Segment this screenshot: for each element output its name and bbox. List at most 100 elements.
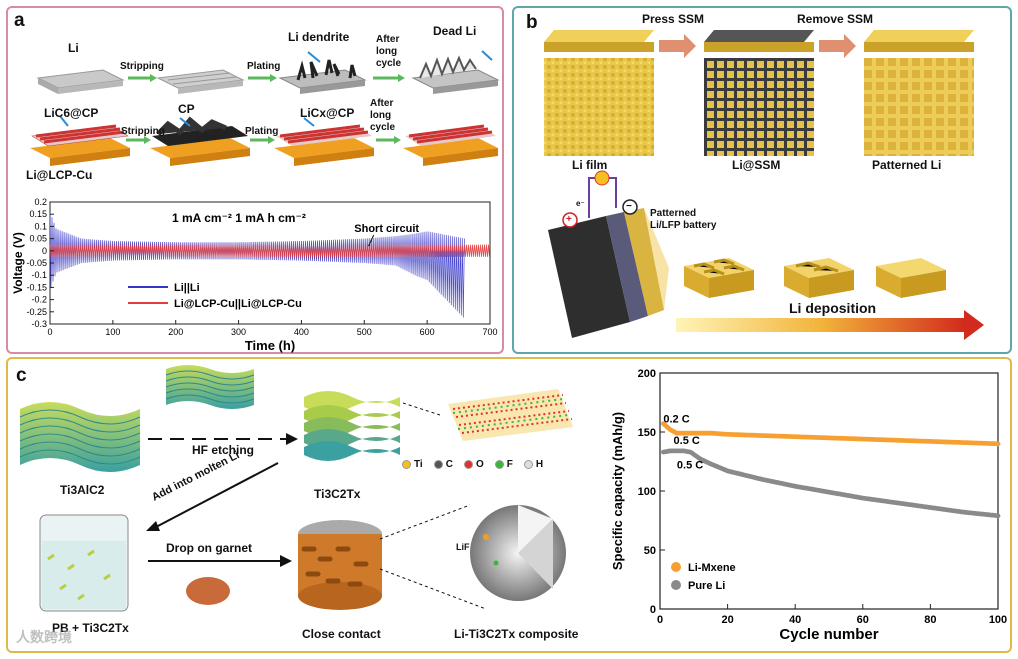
y-axis-label: Voltage (V) (11, 232, 25, 294)
label-after-2c: cycle (370, 122, 396, 133)
label-beaker: PB + Ti3C2Tx (52, 621, 129, 635)
legend-swatch (671, 562, 681, 572)
y-tick-label: 150 (638, 427, 656, 439)
rate-annotation: 0.2 C (663, 414, 689, 426)
x-tick-label: 100 (105, 327, 120, 337)
element-symbol: H (535, 459, 544, 470)
element-symbol: Ti (414, 459, 423, 470)
element-dot (433, 460, 443, 469)
x-tick-label: 20 (721, 614, 733, 626)
label-li-ssm: Li@SSM (732, 158, 781, 172)
plus-sign: + (566, 214, 572, 225)
label-li-deposition: Li deposition (789, 300, 877, 316)
electron-label: e⁻ (576, 199, 585, 208)
label-composite: Li-Ti3C2Tx composite (454, 627, 579, 641)
label-press-ssm: Press SSM (642, 12, 705, 26)
stack-2 (150, 116, 250, 166)
rate-annotation: 0.5 C (674, 435, 700, 447)
stack-4 (403, 124, 498, 166)
label-licx-cp: LiCx@CP (300, 106, 355, 120)
x-tick-label: 0 (47, 327, 52, 337)
label-remove-ssm: Remove SSM (797, 12, 874, 26)
label-lic6-cp: LiC6@CP (44, 106, 99, 120)
label-after-1b: long (376, 46, 398, 57)
legend-label: Li@LCP-Cu||Li@LCP-Cu (174, 298, 302, 310)
label-ti3c2tx: Ti3C2Tx (314, 487, 361, 501)
y-tick-label: -0.2 (31, 295, 47, 305)
x-tick-label: 0 (657, 614, 663, 626)
x-tick-label: 700 (482, 327, 497, 337)
element-dot (463, 460, 473, 469)
x-tick-label: 100 (989, 614, 1007, 626)
label-plating-2: Plating (245, 126, 279, 137)
y-tick-label: 0 (650, 604, 656, 616)
panel-c-letter: c (16, 365, 27, 386)
watermark: 人数跨境 (16, 629, 72, 645)
x-tick-label: 60 (857, 614, 869, 626)
label-after-2a: After (370, 98, 394, 109)
label-stripping-1: Stripping (120, 61, 164, 72)
y-tick-label: 0 (42, 246, 47, 256)
x-tick-label: 400 (294, 327, 309, 337)
panel-b: b (512, 6, 1012, 354)
x-tick-label: 200 (168, 327, 183, 337)
element-dot (494, 460, 504, 469)
panel-a: a (6, 6, 504, 354)
y-tick-label: 50 (644, 545, 656, 557)
chart-a-annotation: 1 mA cm⁻² 1 mA h cm⁻² (172, 211, 306, 225)
label-lif: LiF (456, 542, 470, 552)
label-li-film: Li film (572, 158, 608, 172)
y-tick-label: 200 (638, 368, 656, 380)
x-tick-label: 40 (789, 614, 801, 626)
series-li-mxene (661, 421, 1001, 447)
panel-c: c (6, 357, 1012, 653)
y-tick-label: 0.05 (29, 234, 47, 244)
panel-c-schematic (19, 365, 573, 612)
y-tick-label: 0.15 (29, 209, 47, 219)
label-ti3alc2: Ti3AlC2 (60, 483, 105, 497)
y-tick-label: -0.15 (26, 282, 47, 292)
rate-annotation: 0.5 C (677, 460, 703, 472)
y-tick-label: -0.05 (26, 258, 47, 268)
minus-sign: − (626, 201, 632, 212)
y-tick-label: 0.1 (34, 221, 47, 231)
label-after-2b: long (370, 110, 392, 121)
element-o: O (463, 459, 484, 470)
stack-1 (30, 115, 130, 166)
series-li-lcp-cu (49, 244, 490, 257)
x-axis-label: Cycle number (779, 626, 878, 643)
label-cp: CP (178, 102, 195, 116)
x-tick-label: 500 (357, 327, 372, 337)
label-dead-li: Dead Li (433, 24, 477, 38)
label-patterned-li: Patterned Li (872, 158, 942, 172)
x-tick-label: 300 (231, 327, 246, 337)
element-symbol: F (506, 459, 513, 470)
y-tick-label: -0.3 (31, 319, 47, 329)
element-f: F (494, 459, 513, 470)
element-c: C (433, 459, 453, 470)
label-plating-1: Plating (247, 61, 281, 72)
label-stripping-2: Stripping (121, 126, 165, 137)
legend-label: Li-Mxene (688, 562, 736, 574)
data-point (995, 513, 1001, 519)
label-li-dendrite: Li dendrite (288, 30, 350, 44)
element-dot (402, 460, 411, 469)
y-tick-label: 100 (638, 486, 656, 498)
panel-b-letter: b (526, 12, 538, 33)
label-after-1a: After (376, 34, 400, 45)
label-drop-on-garnet: Drop on garnet (166, 541, 252, 555)
short-circuit-pointer (368, 234, 375, 247)
element-symbol: C (445, 459, 453, 470)
y-tick-label: -0.1 (31, 270, 47, 280)
label-battery-1: Patterned (650, 208, 697, 219)
label-hf-etching: HF etching (192, 443, 254, 457)
element-dot (523, 460, 533, 469)
legend-swatch (671, 580, 681, 590)
x-tick-label: 600 (420, 327, 435, 337)
legend-label: Pure Li (688, 580, 725, 592)
panel-a-schematic (30, 50, 500, 166)
label-close-contact: Close contact (302, 627, 381, 641)
label-after-1c: cycle (376, 58, 402, 69)
